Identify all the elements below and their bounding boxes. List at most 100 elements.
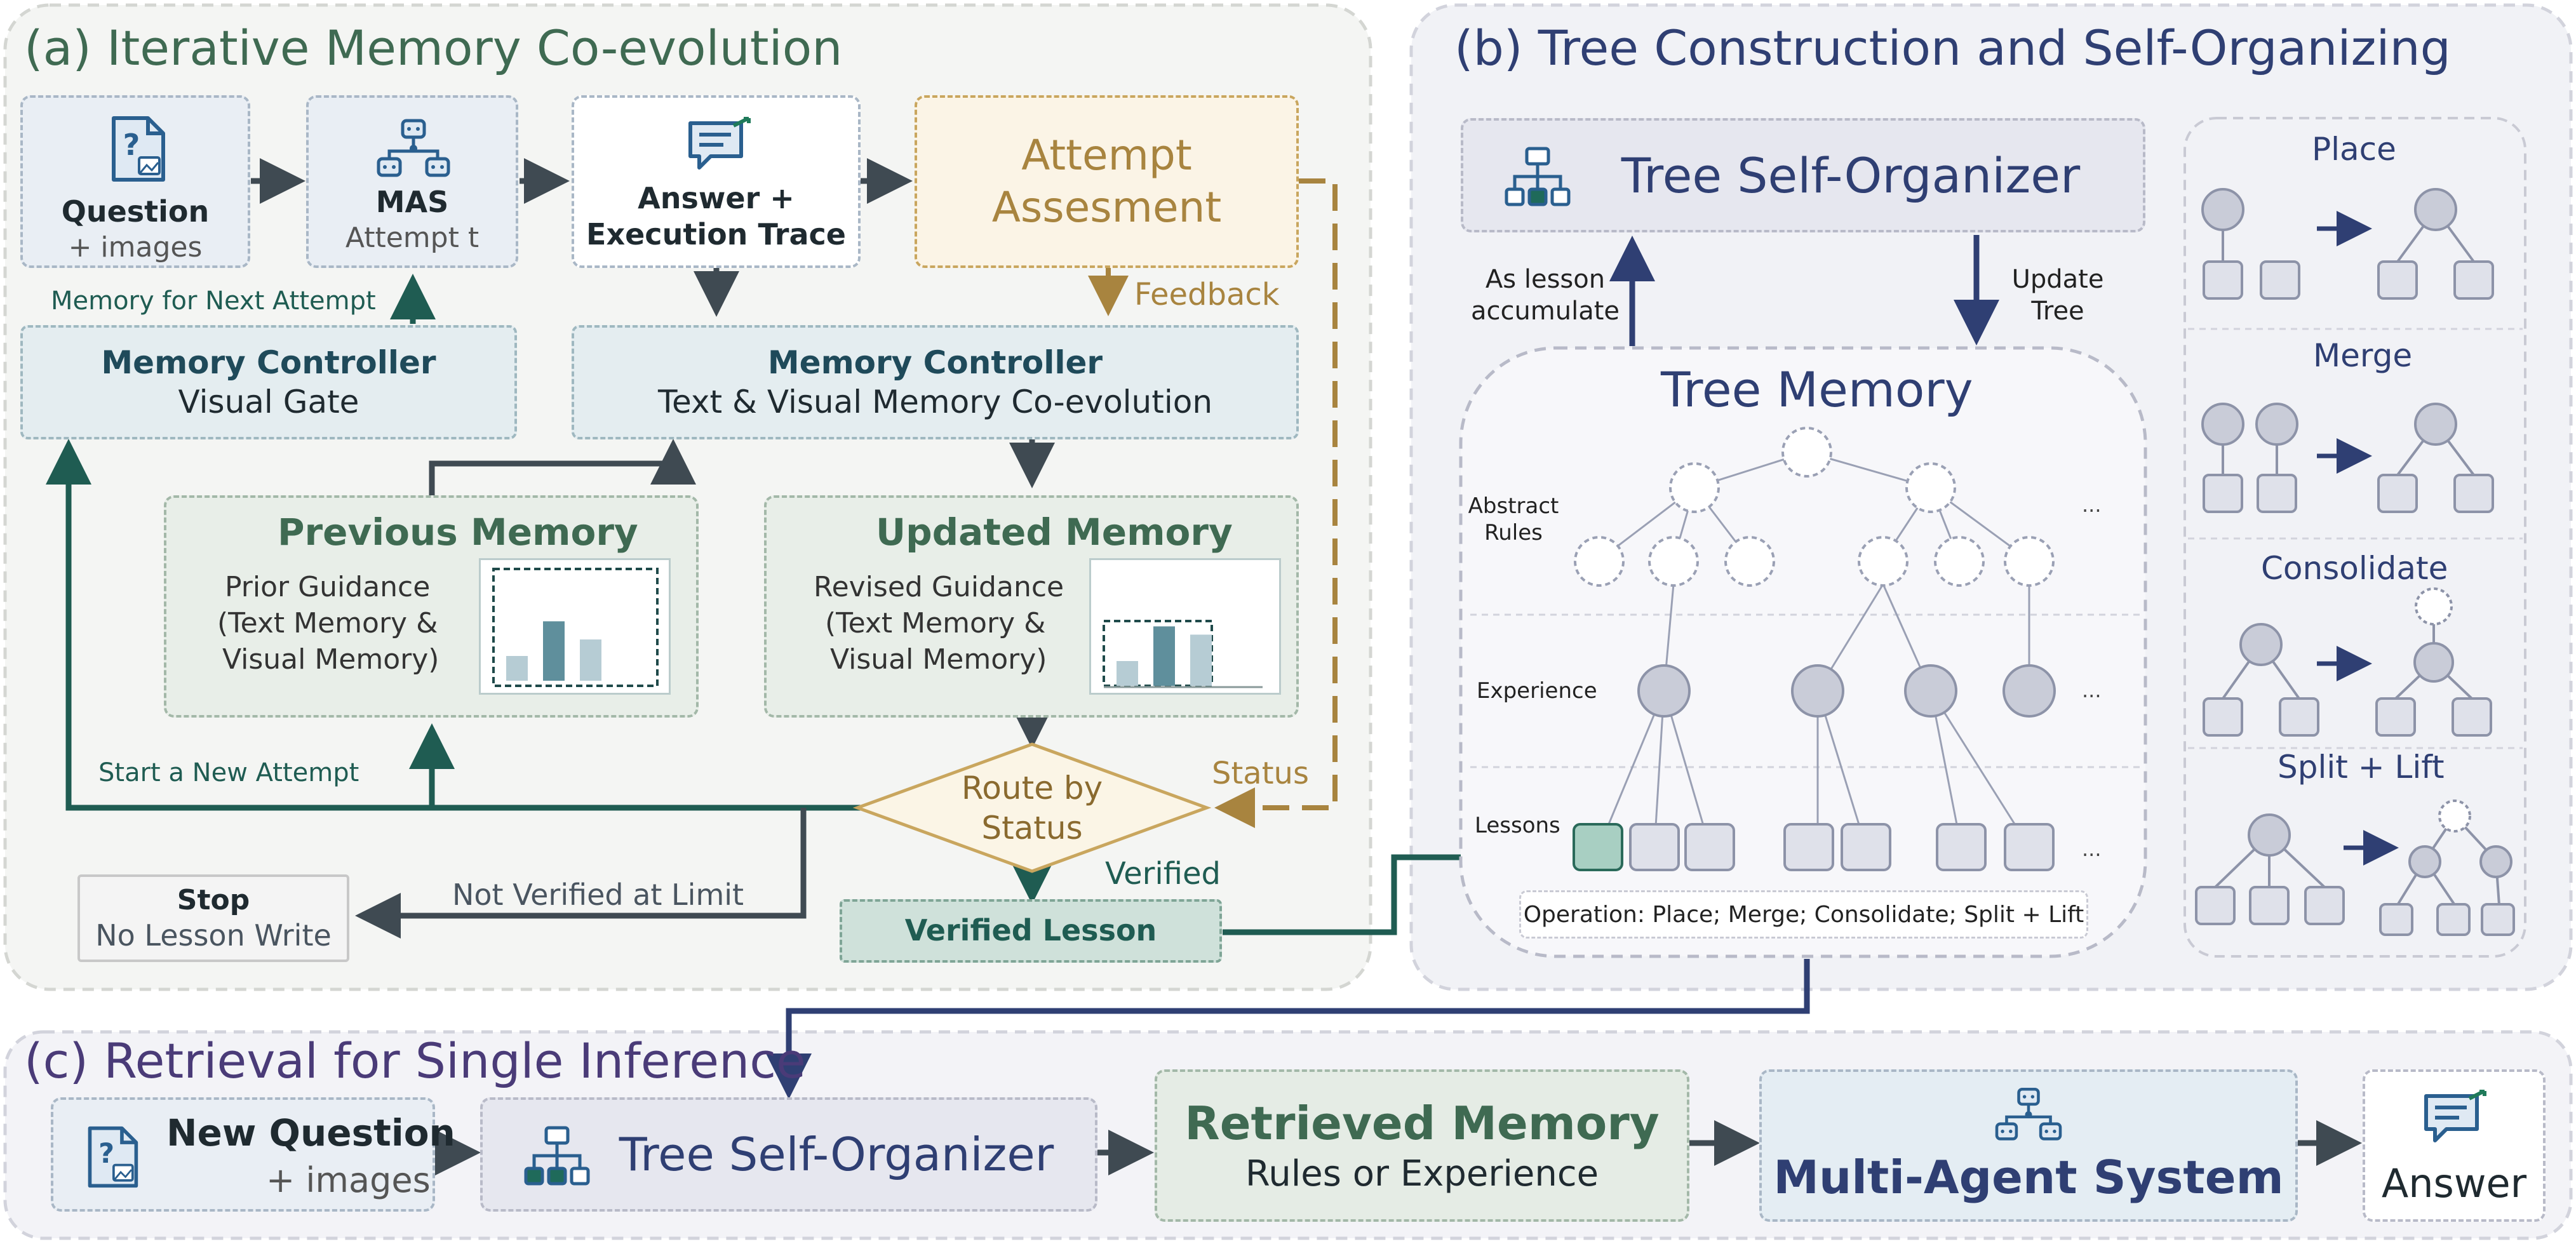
answer-line2: Execution Trace <box>586 217 846 251</box>
memory-controller-visual-gate[interactable]: Memory Controller Visual Gate <box>20 325 517 439</box>
previous-title: Previous Memory <box>278 511 638 554</box>
route-by-status[interactable]: Route by Status <box>934 765 1130 851</box>
rule-node <box>1669 462 1720 513</box>
op-leaf <box>2195 886 2236 925</box>
updated-line2: (Text Memory & <box>825 607 1046 639</box>
experience-node <box>1791 664 1844 718</box>
as-lesson-line2: accumulate <box>1470 297 1620 326</box>
answer-line1: Answer + <box>638 180 795 215</box>
attempt-assessment-box[interactable]: Attempt Assesment <box>915 95 1299 268</box>
organizer-title: Tree Self-Organizer <box>1621 147 2081 204</box>
retrieved-memory-box[interactable]: Retrieved Memory Rules or Experience <box>1155 1069 1689 1222</box>
op-node <box>2201 188 2244 231</box>
op-leaf <box>2379 903 2413 936</box>
mas-box[interactable]: MAS Attempt t <box>306 95 518 268</box>
retrieval-organizer-title: Tree Self-Organizer <box>619 1128 1054 1181</box>
op-leaf <box>2377 474 2418 513</box>
memory-controller-coevolution[interactable]: Memory Controller Text & Visual Memory C… <box>572 325 1299 439</box>
experience-label: Experience <box>1477 678 1597 704</box>
op-leaf <box>2260 260 2300 300</box>
op-merge-title: Merge <box>2313 337 2413 374</box>
operations-panel <box>2184 117 2526 958</box>
lesson-node-new <box>1573 823 1623 871</box>
lessons-label: Lessons <box>1475 813 1560 838</box>
stop-sub: No Lesson Write <box>95 918 332 953</box>
op-node <box>2479 845 2512 878</box>
controller-left-title: Memory Controller <box>101 344 436 381</box>
document-question-icon: ? <box>112 116 165 182</box>
final-answer-box[interactable]: Answer <box>2363 1069 2546 1222</box>
route-line2: Status <box>981 809 1083 846</box>
op-node <box>2255 403 2298 446</box>
rule-node <box>1574 536 1625 587</box>
previous-line3: Visual Memory) <box>222 643 439 676</box>
op-node <box>2415 587 2453 625</box>
previous-visual-memory <box>479 558 671 695</box>
lesson-node <box>1684 823 1735 871</box>
question-box[interactable]: ? Question + images <box>20 95 250 268</box>
memory-bar <box>1117 661 1138 686</box>
chat-bubble-icon <box>2424 1090 2486 1142</box>
lesson-node <box>2004 823 2055 871</box>
op-leaf <box>2377 260 2418 300</box>
op-leaf <box>2279 697 2319 737</box>
status-label: Status <box>1212 756 1309 791</box>
retrieved-sub: Rules or Experience <box>1245 1153 1599 1194</box>
new-question-box[interactable]: ? New Question + images <box>51 1097 455 1212</box>
verified-lesson-box[interactable]: Verified Lesson <box>840 899 1222 963</box>
updated-visual-memory <box>1089 558 1281 695</box>
verified-lesson-text: Verified Lesson <box>904 913 1157 948</box>
lesson-node <box>1783 823 1834 871</box>
abstract-rules-label: Abstract Rules <box>1468 488 1559 551</box>
stop-box[interactable]: Stop No Lesson Write <box>77 874 349 962</box>
experience-node <box>1637 664 1691 718</box>
op-leaf <box>2481 903 2515 936</box>
updated-memory-box[interactable]: Updated Memory Revised Guidance (Text Me… <box>764 495 1299 718</box>
multi-agent-system-box[interactable]: Multi-Agent System <box>1759 1069 2298 1222</box>
new-question-title: New Question <box>166 1111 455 1154</box>
updated-line3: Visual Memory) <box>830 643 1047 676</box>
question-title: Question <box>61 194 210 229</box>
operation-note: Operation: Place; Merge; Consolidate; Sp… <box>1519 890 2088 939</box>
previous-line1: Prior Guidance <box>225 571 431 603</box>
previous-line2: (Text Memory & <box>217 607 438 639</box>
op-leaf <box>2452 697 2492 737</box>
robot-network-icon <box>1995 1088 2062 1140</box>
op-node <box>2248 813 2291 857</box>
verified-label: Verified <box>1105 856 1221 892</box>
previous-memory-box[interactable]: Previous Memory Prior Guidance (Text Mem… <box>164 495 699 718</box>
op-leaf <box>2453 260 2494 300</box>
op-leaf <box>2304 886 2345 925</box>
op-node <box>2408 845 2441 878</box>
rule-node <box>1858 536 1909 587</box>
retrieval-tree-organizer-box[interactable]: Tree Self-Organizer <box>480 1097 1097 1212</box>
op-leaf <box>2375 697 2416 737</box>
assessment-line2: Assesment <box>991 183 1222 232</box>
memory-next-label: Memory for Next Attempt <box>51 286 376 316</box>
updated-chart <box>1103 620 1263 688</box>
tree-hierarchy-icon <box>1505 147 1571 206</box>
rule-node <box>1905 462 1956 513</box>
as-lesson-accumulate: As lesson accumulate <box>1470 260 1620 330</box>
as-lesson-line1: As lesson <box>1485 265 1606 294</box>
memory-bar <box>1190 634 1212 686</box>
not-verified-label: Not Verified at Limit <box>452 878 744 912</box>
controller-right-sub: Text & Visual Memory Co-evolution <box>657 384 1213 420</box>
tree-memory-panel <box>1459 346 2147 958</box>
op-place-title: Place <box>2312 131 2396 168</box>
answer-trace-box[interactable]: Answer + Execution Trace <box>572 95 861 268</box>
rule-node <box>1648 536 1699 587</box>
tree-self-organizer-box[interactable]: Tree Self-Organizer <box>1461 118 2145 232</box>
ellipsis-rules: ... <box>2082 493 2102 517</box>
op-leaf <box>2453 474 2494 513</box>
rule-node <box>2004 536 2055 587</box>
update-tree-line2: Tree <box>2031 297 2084 326</box>
rule-node <box>1724 536 1775 587</box>
experience-node <box>1904 664 1957 718</box>
op-leaf <box>2203 474 2243 513</box>
memory-bar <box>543 621 565 681</box>
tree-memory-title: Tree Memory <box>1661 361 1973 418</box>
route-diamond <box>852 742 1212 873</box>
op-leaf <box>2257 474 2297 513</box>
feedback-label: Feedback <box>1134 277 1280 312</box>
